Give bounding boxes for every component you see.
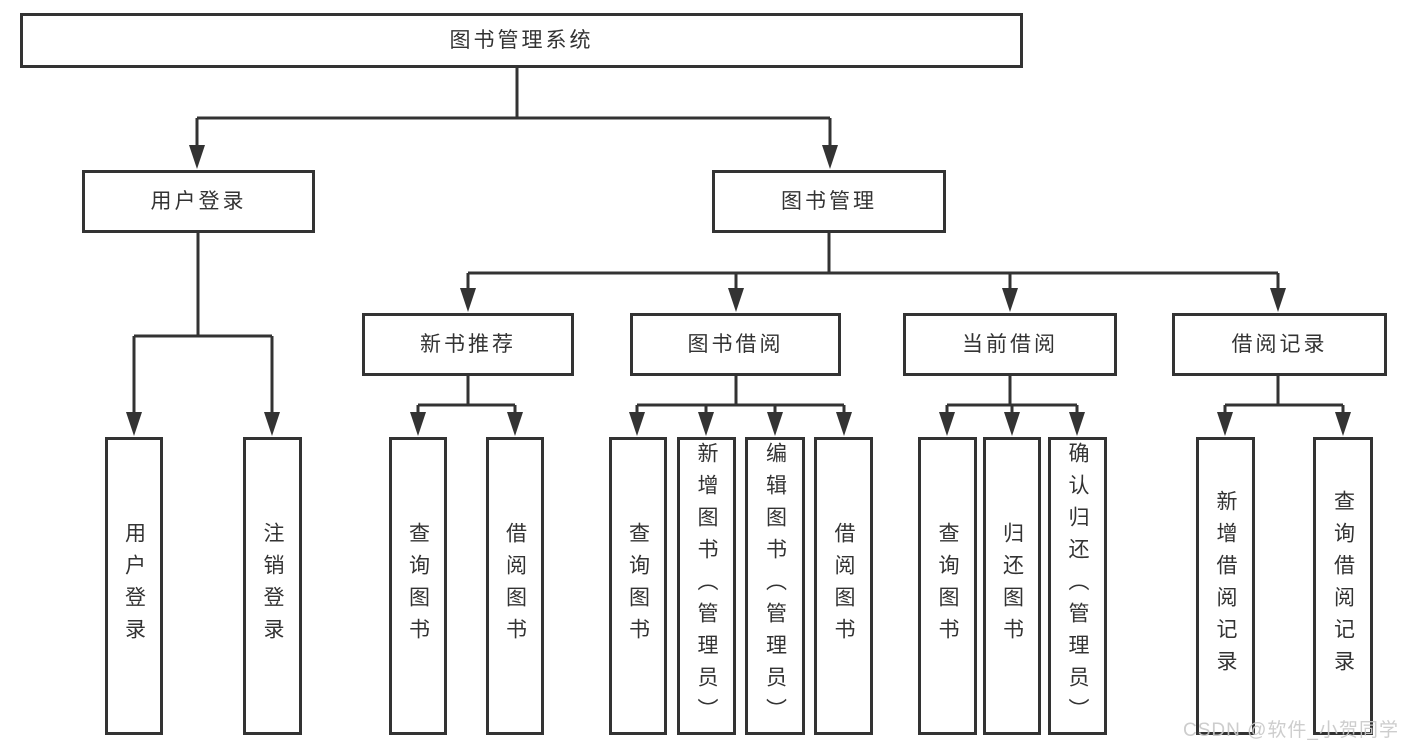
leaf-label: 新增借阅记录 (1214, 490, 1237, 682)
arrowhead-icon (1335, 412, 1351, 436)
node-user-login-branch: 用户登录 (82, 170, 315, 233)
node-borrow-records-group: 借阅记录 (1172, 313, 1387, 376)
arrowhead-icon (939, 412, 955, 436)
arrowhead-icon (822, 145, 838, 169)
leaf-label: 借阅图书 (832, 522, 855, 650)
connector-user-login-split (132, 233, 274, 413)
leaf-logout: 注销登录 (243, 437, 302, 735)
leaf-label: 用户登录 (122, 522, 146, 650)
leaf-borrow-books-new: 借阅图书 (486, 437, 544, 735)
arrowhead-icon (1002, 288, 1018, 312)
arrowhead-icon (728, 288, 744, 312)
leaf-query-borrow-record: 查询借阅记录 (1313, 437, 1373, 735)
leaf-label: 编辑图书（管理员） (763, 442, 787, 730)
leaf-user-login: 用户登录 (105, 437, 163, 735)
node-book-mgmt-branch: 图书管理 (712, 170, 946, 233)
leaf-label: 查询借阅记录 (1331, 490, 1355, 682)
leaf-edit-books-admin: 编辑图书（管理员） (745, 437, 805, 735)
leaf-query-books-current: 查询图书 (918, 437, 977, 735)
arrowhead-icon (460, 288, 476, 312)
leaf-query-books-new: 查询图书 (389, 437, 447, 735)
connector-book-mgmt-split (466, 233, 1280, 290)
leaf-label: 新增图书（管理员） (695, 442, 718, 730)
leaf-label: 借阅图书 (503, 522, 527, 650)
leaf-confirm-return-admin: 确认归还（管理员） (1048, 437, 1107, 735)
connector-root-split (195, 68, 832, 147)
leaf-borrow-books: 借阅图书 (814, 437, 873, 735)
leaf-label: 注销登录 (261, 522, 284, 650)
leaf-label: 查询图书 (936, 522, 959, 650)
connector-new-books-split (416, 376, 517, 414)
arrowhead-icon (410, 412, 426, 436)
leaf-label: 确认归还（管理员） (1066, 442, 1089, 730)
arrowhead-icon (1270, 288, 1286, 312)
arrowhead-icon (126, 412, 142, 436)
arrowhead-icon (629, 412, 645, 436)
arrowhead-icon (264, 412, 280, 436)
leaf-return-books: 归还图书 (983, 437, 1041, 735)
arrowhead-icon (189, 145, 205, 169)
arrowhead-icon (698, 412, 714, 436)
connector-current-borrow-split (945, 376, 1079, 414)
arrowhead-icon (1069, 412, 1085, 436)
leaf-label: 查询图书 (406, 522, 430, 650)
leaf-add-books-admin: 新增图书（管理员） (677, 437, 736, 735)
node-root: 图书管理系统 (20, 13, 1023, 68)
node-current-borrow-group: 当前借阅 (903, 313, 1117, 376)
arrowhead-icon (507, 412, 523, 436)
leaf-label: 归还图书 (1000, 522, 1024, 650)
leaf-query-books-borrow: 查询图书 (609, 437, 667, 735)
arrowhead-icon (1217, 412, 1233, 436)
node-book-borrow-group: 图书借阅 (630, 313, 841, 376)
node-new-books-group: 新书推荐 (362, 313, 574, 376)
leaf-label: 查询图书 (626, 522, 650, 650)
csdn-watermark: CSDN @软件_小贺同学 (1183, 720, 1399, 741)
connector-borrow-records-split (1223, 376, 1345, 414)
connector-book-borrow-split (635, 376, 846, 414)
leaf-add-borrow-record: 新增借阅记录 (1196, 437, 1255, 735)
arrowhead-icon (767, 412, 783, 436)
arrowhead-icon (1004, 412, 1020, 436)
arrowhead-icon (836, 412, 852, 436)
